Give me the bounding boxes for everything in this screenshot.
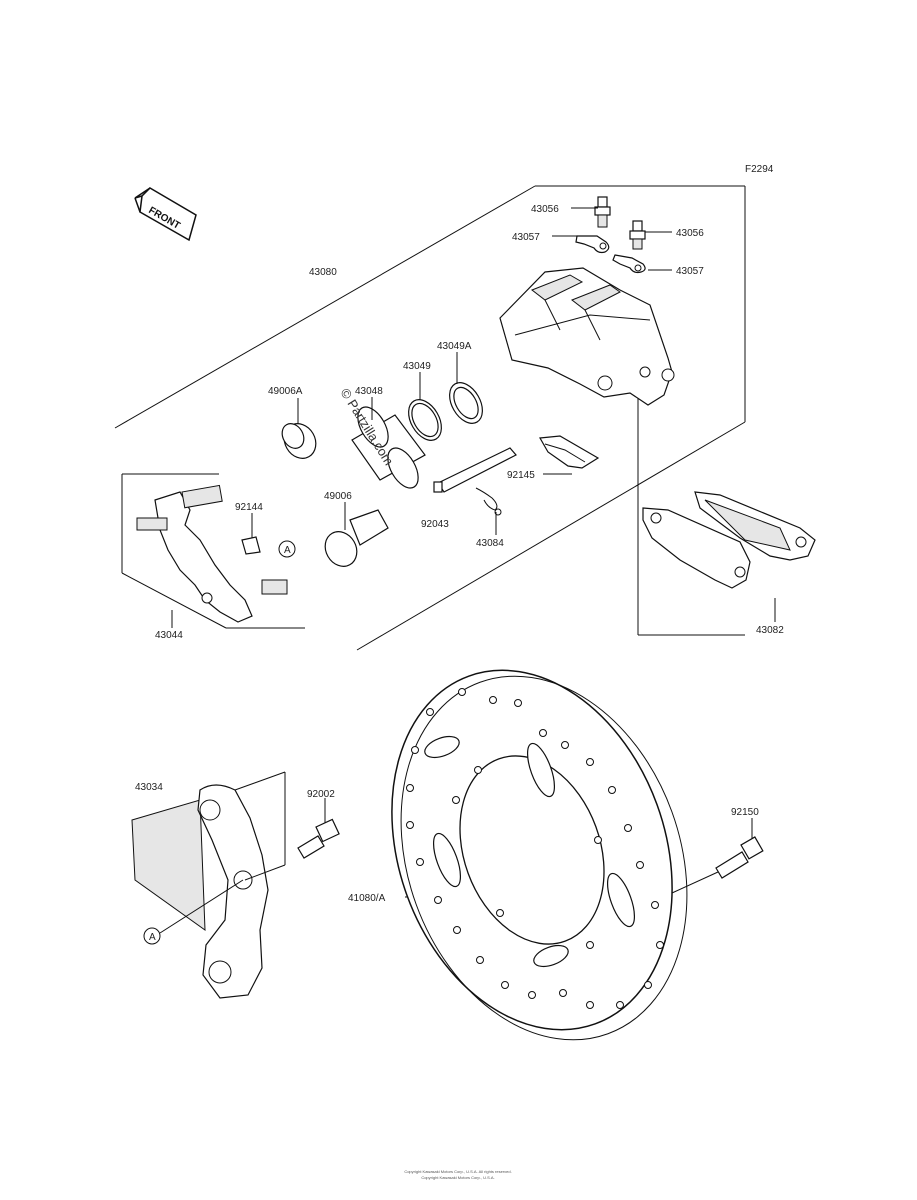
bleeder-cap-right [612, 254, 646, 274]
bracket-outline [121, 473, 305, 629]
bleeder-valve-left [594, 196, 611, 228]
piston-43048 [351, 406, 426, 489]
label-43080: 43080 [309, 267, 337, 278]
label-43048: 43048 [355, 386, 383, 397]
bleeder-valve-right [629, 220, 646, 250]
callout-a-lower: A [143, 879, 244, 945]
footer-copyright-2: Copyright Kawasaki Motors Corp., U.S.A. [421, 1175, 494, 1180]
label-92145: 92145 [507, 470, 535, 481]
svg-text:A: A [284, 545, 291, 556]
label-92002: 92002 [307, 789, 335, 800]
caliper-bracket-43044 [136, 484, 288, 623]
slide-pin-92043 [433, 447, 517, 493]
brake-disc-41080A [391, 669, 688, 1041]
caliper-assembly-outline [114, 185, 746, 651]
label-41080A: 41080/A [348, 893, 386, 904]
label-43082: 43082 [756, 625, 784, 636]
label-43034: 43034 [135, 782, 163, 793]
seal-43049A [449, 382, 483, 424]
boot-49006 [324, 509, 389, 567]
label-43056-left: 43056 [531, 204, 559, 215]
label-43084: 43084 [476, 538, 504, 549]
pad-spring-92145 [539, 435, 600, 469]
clip-43084 [475, 487, 502, 516]
label-92150: 92150 [731, 807, 759, 818]
boot-49006A [281, 423, 317, 459]
caliper-body [499, 267, 675, 406]
label-43049A: 43049A [437, 341, 472, 352]
diagram-code: F2294 [745, 164, 774, 175]
label-49006: 49006 [324, 491, 352, 502]
label-43057-left: 43057 [512, 232, 540, 243]
shim-92144 [241, 536, 261, 555]
bleeder-cap-left [575, 235, 610, 254]
label-49006A: 49006A [268, 386, 303, 397]
brake-pad-set [642, 491, 816, 589]
label-43049: 43049 [403, 361, 431, 372]
bracket-43034 [131, 784, 269, 999]
label-43044: 43044 [155, 630, 183, 641]
label-92043: 92043 [421, 519, 449, 530]
part-labels: 43080 43056 43056 43057 43057 43049A 430… [135, 204, 784, 904]
seal-43049 [408, 399, 442, 441]
svg-text:A: A [149, 932, 156, 943]
bracket-43034-outline [234, 771, 286, 881]
callout-a-upper: A [278, 540, 296, 558]
label-92144: 92144 [235, 502, 263, 513]
bolt-92150 [715, 836, 764, 879]
front-arrow-icon: FRONT [134, 187, 197, 242]
disc-holes [406, 688, 664, 1009]
label-43057-right: 43057 [676, 266, 704, 277]
bolt-92002 [297, 818, 340, 859]
label-43056-right: 43056 [676, 228, 704, 239]
footer-copyright-1: Copyright Kawasaki Motors Corp., U.S.A. … [404, 1169, 511, 1174]
